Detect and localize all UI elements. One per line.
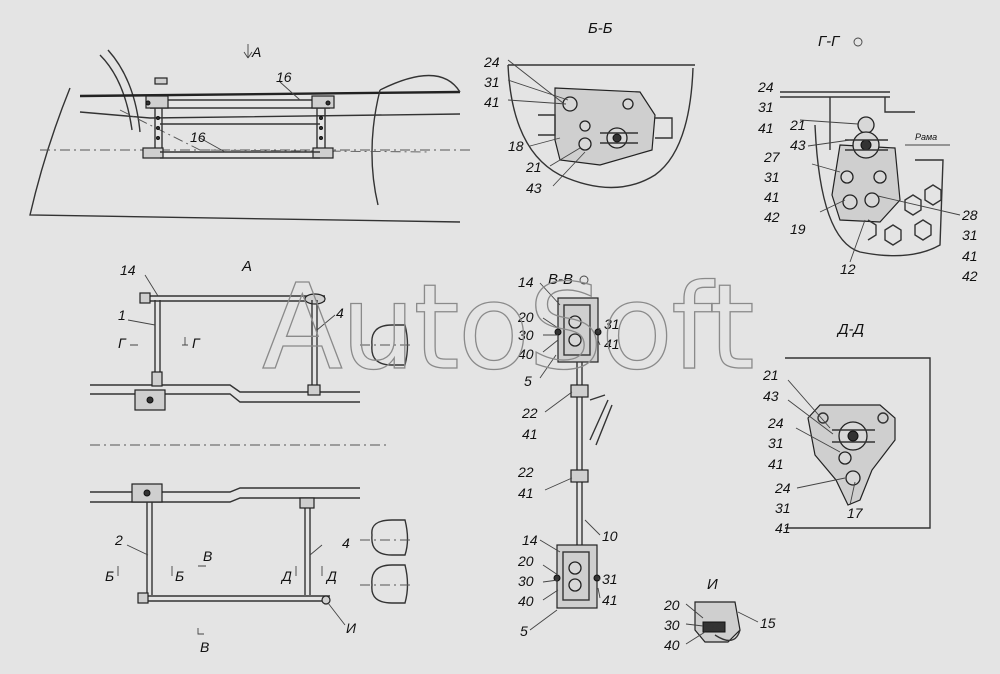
section-d-right: Д bbox=[325, 568, 337, 584]
section-g-left: Г bbox=[118, 335, 127, 351]
dd-label-43: 43 bbox=[763, 388, 779, 404]
gg-label-31-a: 31 bbox=[758, 99, 774, 115]
section-gg-title: Г-Г bbox=[818, 33, 841, 50]
dd-label-21: 21 bbox=[762, 367, 779, 383]
section-dd-title: Д-Д bbox=[836, 321, 865, 338]
label-4-b: 4 bbox=[342, 535, 350, 551]
dd-label-31-a: 31 bbox=[768, 435, 784, 451]
section-vv-marker bbox=[579, 275, 589, 285]
vv-label-5-a: 5 bbox=[524, 373, 532, 389]
section-b-right: Б bbox=[175, 568, 184, 584]
gg-label-24: 24 bbox=[757, 79, 774, 95]
gg-label-12: 12 bbox=[840, 261, 856, 277]
vv-label-31-b: 31 bbox=[602, 571, 618, 587]
dd-label-24-a: 24 bbox=[767, 415, 784, 431]
vv-label-22-a: 22 bbox=[521, 405, 538, 421]
i-label-40: 40 bbox=[664, 637, 680, 653]
gg-label-41-a: 41 bbox=[758, 120, 774, 136]
vv-label-14-a: 14 bbox=[518, 274, 534, 290]
label-2: 2 bbox=[114, 532, 123, 548]
label-14-a: 14 bbox=[120, 262, 136, 278]
bb-label-31: 31 bbox=[484, 74, 500, 90]
vv-label-10: 10 bbox=[602, 528, 618, 544]
callout-i: И bbox=[346, 620, 357, 636]
gg-label-41-c: 41 bbox=[962, 248, 978, 264]
vv-label-30-b: 30 bbox=[518, 573, 534, 589]
bb-label-18: 18 bbox=[508, 138, 524, 154]
vv-label-40-b: 40 bbox=[518, 593, 534, 609]
label-16-upper: 16 bbox=[276, 69, 292, 85]
section-gg-marker bbox=[853, 37, 863, 47]
section-v-top: В bbox=[203, 548, 212, 564]
vv-label-20-b: 20 bbox=[517, 553, 534, 569]
bb-label-43: 43 bbox=[526, 180, 542, 196]
dd-label-31-b: 31 bbox=[775, 500, 791, 516]
section-vv bbox=[529, 282, 613, 631]
section-i-title: И bbox=[707, 576, 718, 593]
gg-label-28: 28 bbox=[961, 207, 978, 223]
section-d-left: Д bbox=[280, 568, 292, 584]
vv-label-41-d: 41 bbox=[602, 592, 618, 608]
label-4-a: 4 bbox=[336, 305, 344, 321]
gg-label-41-b: 41 bbox=[764, 189, 780, 205]
frame-label: Рама bbox=[915, 132, 937, 142]
gg-label-31-b: 31 bbox=[764, 169, 780, 185]
view-a-title: А bbox=[241, 258, 252, 275]
section-bb bbox=[507, 59, 695, 189]
section-b-left: Б bbox=[105, 568, 114, 584]
gg-label-27: 27 bbox=[763, 149, 781, 165]
gg-label-42-b: 42 bbox=[962, 268, 978, 284]
gg-label-21: 21 bbox=[789, 117, 806, 133]
view-a-upper bbox=[90, 274, 360, 411]
i-label-20: 20 bbox=[663, 597, 680, 613]
section-vv-title: В-В bbox=[548, 271, 573, 288]
section-gg bbox=[780, 91, 961, 263]
vv-label-22-b: 22 bbox=[517, 464, 534, 480]
section-bb-title: Б-Б bbox=[588, 20, 613, 37]
side-view bbox=[29, 44, 470, 223]
i-label-15: 15 bbox=[760, 615, 776, 631]
bb-label-24: 24 bbox=[483, 54, 500, 70]
vv-label-5-b: 5 bbox=[520, 623, 528, 639]
label-1: 1 bbox=[118, 307, 126, 323]
gg-label-19: 19 bbox=[790, 221, 806, 237]
section-i bbox=[685, 601, 759, 645]
watermark: AutoSoft bbox=[262, 258, 753, 396]
vv-label-41-b: 41 bbox=[522, 426, 538, 442]
label-16-lower: 16 bbox=[190, 129, 206, 145]
vv-label-41-a: 41 bbox=[604, 336, 620, 352]
section-g-right: Г bbox=[192, 335, 201, 351]
vv-label-30-a: 30 bbox=[518, 327, 534, 343]
view-arrow-a: А bbox=[251, 44, 261, 60]
bb-label-21: 21 bbox=[525, 159, 542, 175]
dd-label-41-a: 41 bbox=[768, 456, 784, 472]
bb-label-41: 41 bbox=[484, 94, 500, 110]
vv-label-20-a: 20 bbox=[517, 309, 534, 325]
vv-label-41-c: 41 bbox=[518, 485, 534, 501]
vv-label-40-a: 40 bbox=[518, 346, 534, 362]
vv-label-31-a: 31 bbox=[604, 316, 620, 332]
dd-label-41-b: 41 bbox=[775, 520, 791, 536]
wheel-silhouettes bbox=[360, 324, 412, 604]
dd-label-17: 17 bbox=[847, 505, 864, 521]
section-v-bottom: В bbox=[200, 639, 209, 655]
gg-label-43: 43 bbox=[790, 137, 806, 153]
view-a-lower bbox=[90, 483, 360, 626]
vv-label-14-b: 14 bbox=[522, 532, 538, 548]
i-label-30: 30 bbox=[664, 617, 680, 633]
gg-label-42-a: 42 bbox=[764, 209, 780, 225]
section-dd bbox=[785, 357, 931, 529]
dd-label-24-b: 24 bbox=[774, 480, 791, 496]
gg-label-31-c: 31 bbox=[962, 227, 978, 243]
